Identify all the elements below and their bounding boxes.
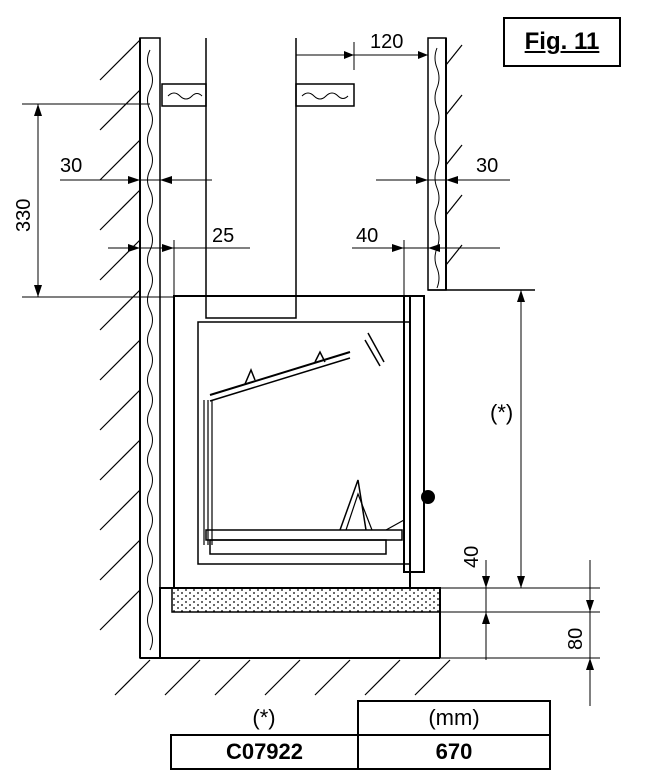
chimney (161, 38, 355, 300)
left-insulation (139, 37, 161, 659)
dim-insulation-left: 30 (60, 155, 82, 177)
dim-vertical-height: 330 (13, 199, 35, 232)
figure-label: Fig. 11 (524, 28, 600, 55)
header-unit: (mm) (357, 700, 551, 736)
figure-label-box: Fig. 11 (503, 17, 621, 67)
dim-top-offset: 120 (370, 31, 403, 53)
floor (114, 657, 451, 696)
left-wall (99, 38, 141, 658)
table-row: C07922 670 (170, 734, 551, 770)
dim-insulation-right: 30 (476, 155, 498, 177)
stove-unit (173, 295, 435, 589)
dim-base-gap: 40 (461, 546, 483, 568)
plinth (159, 587, 600, 659)
header-note: (*) (252, 704, 276, 730)
value-cell: 670 (357, 734, 551, 770)
dimension-lines (22, 42, 594, 706)
dim-plinth-height: 80 (565, 628, 587, 650)
dim-gap-right: 40 (356, 225, 378, 247)
dim-gap-left: 25 (212, 225, 234, 247)
spec-table-header: (*) (mm) (171, 700, 551, 736)
spec-table: (*) (mm) C07922 670 (170, 700, 551, 770)
dim-front-height: (*) (490, 400, 513, 425)
model-cell: C07922 (170, 734, 359, 770)
